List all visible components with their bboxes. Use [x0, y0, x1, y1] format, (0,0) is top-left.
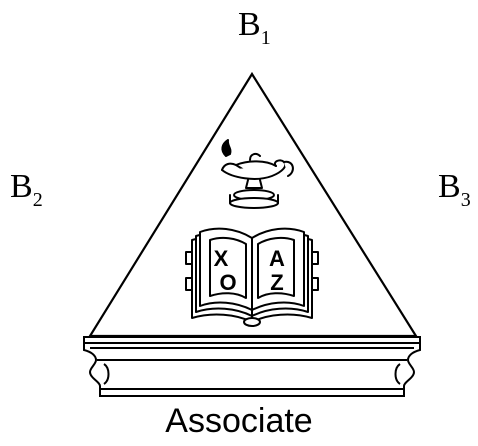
vertex-label-b3: B3: [438, 168, 471, 211]
vertex-label-b1-sub: 1: [260, 27, 271, 49]
vertex-label-b1: B1: [238, 6, 271, 49]
vertex-label-b1-base: B: [238, 6, 261, 43]
emblem-pedestal: [83, 336, 421, 397]
book-letter-right-bottom: Z: [270, 270, 283, 295]
vertex-label-b3-sub: 3: [460, 189, 471, 211]
vertex-label-b3-base: B: [438, 168, 461, 205]
book-letter-left-top: X: [214, 246, 229, 271]
book-letter-right-top: A: [269, 246, 285, 271]
oil-lamp-icon: [221, 139, 294, 209]
open-book-icon: [185, 227, 319, 327]
vertex-label-b2-base: B: [10, 168, 33, 205]
vertex-label-b2: B2: [10, 168, 43, 211]
vertex-label-b2-sub: 2: [32, 189, 43, 211]
caption-associate: Associate: [165, 402, 313, 440]
book-letter-left-bottom: O: [219, 270, 236, 295]
